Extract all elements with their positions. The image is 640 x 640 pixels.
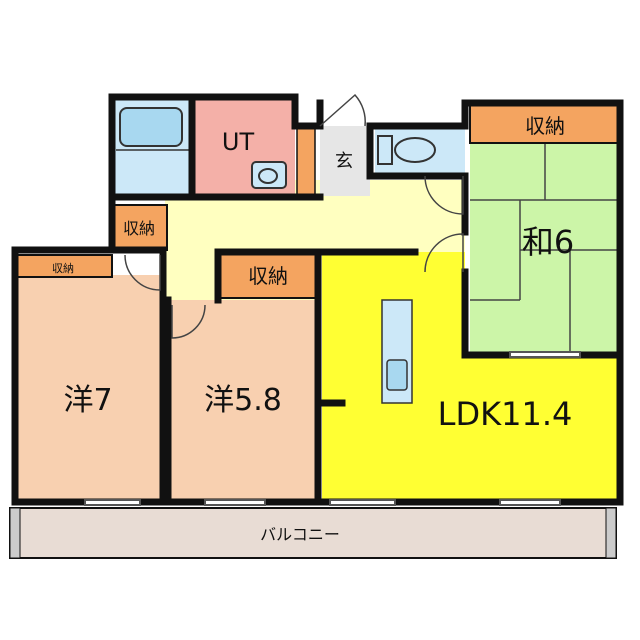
storage-label-japanese: 収納 — [525, 114, 565, 138]
room-label-ut: UT — [222, 128, 255, 156]
japanese-closet — [469, 102, 621, 144]
balcony — [9, 507, 617, 559]
room-label-entrance: 玄 — [335, 151, 353, 172]
entrance-area — [320, 126, 370, 196]
room-label-ldk: LDK11.4 — [438, 395, 573, 433]
toilet-icon — [377, 135, 436, 165]
storage-label-western58: 収納 — [248, 264, 288, 288]
room-label-balcony: バルコニー — [260, 525, 340, 544]
room-label-western58: 洋5.8 — [204, 383, 282, 418]
bathtub-icon — [119, 107, 183, 147]
door-swings — [124, 93, 464, 339]
room-label-western7: 洋7 — [63, 383, 112, 418]
western-room-58 — [168, 300, 318, 503]
room-label-japanese6: 和6 — [522, 223, 574, 261]
western58-closet — [217, 252, 319, 299]
sink-icon — [386, 359, 408, 391]
windows — [84, 351, 581, 506]
storage-label-hall: 収納 — [123, 219, 155, 238]
western-room-7 — [15, 275, 163, 503]
tatami-lines — [470, 142, 620, 355]
ut-toilet-icon — [251, 161, 287, 189]
storage-label-western7: 収納 — [52, 262, 74, 275]
